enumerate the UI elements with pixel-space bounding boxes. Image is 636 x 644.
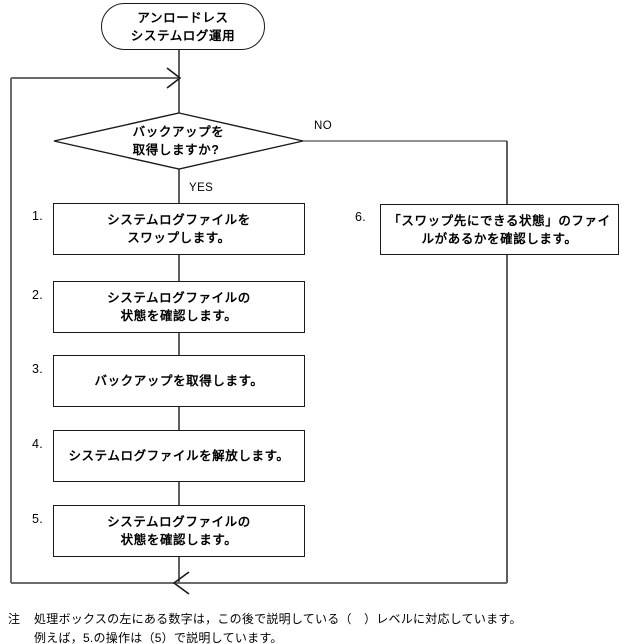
footnote-text: 処理ボックスの左にある数字は，この後で説明している（ ）レベルに対応しています。… [34,612,522,644]
process-box-6: 「スワップ先にできる状態」のファイ ルがあるかを確認します。 [380,204,619,255]
step-number-6: 6. [355,210,367,224]
decision-no-label: NO [314,120,333,132]
process-box-1: システムログファイルを スワップします。 [53,203,305,255]
process-box-6-label: 「スワップ先にできる状態」のファイ ルがあるかを確認します。 [388,213,611,246]
process-box-3: バックアップを取得します。 [53,355,305,407]
terminal-node-start: アンロードレス システムログ運用 [101,3,265,50]
process-box-2-label: システムログファイルの 状態を確認します。 [107,291,251,323]
process-box-1-label: システムログファイルを スワップします。 [107,213,251,245]
step-number-3: 3. [32,362,44,376]
step-number-1: 1. [32,209,44,223]
step-number-5: 5. [32,512,44,526]
process-box-4: システムログファイルを解放します。 [53,430,305,482]
decision-node: バックアップを 取得しますか? [54,113,303,169]
process-box-5: システムログファイルの 状態を確認します。 [53,505,305,557]
decision-yes-label: YES [189,182,214,194]
terminal-node-label: アンロードレス システムログ運用 [130,10,236,43]
step-number-4: 4. [32,437,44,451]
arrowhead-return-right [166,67,182,89]
arrowhead-merge-left [172,571,190,595]
footnote-marker: 注 [8,612,21,626]
process-box-2: システムログファイルの 状態を確認します。 [53,281,305,333]
process-box-4-label: システムログファイルを解放します。 [68,449,290,463]
process-box-3-label: バックアップを取得します。 [94,374,264,388]
process-box-5-label: システムログファイルの 状態を確認します。 [107,515,251,547]
decision-label-wrap: バックアップを 取得しますか? [54,113,303,169]
decision-node-label: バックアップを 取得しますか? [132,125,225,157]
step-number-2: 2. [32,288,44,302]
